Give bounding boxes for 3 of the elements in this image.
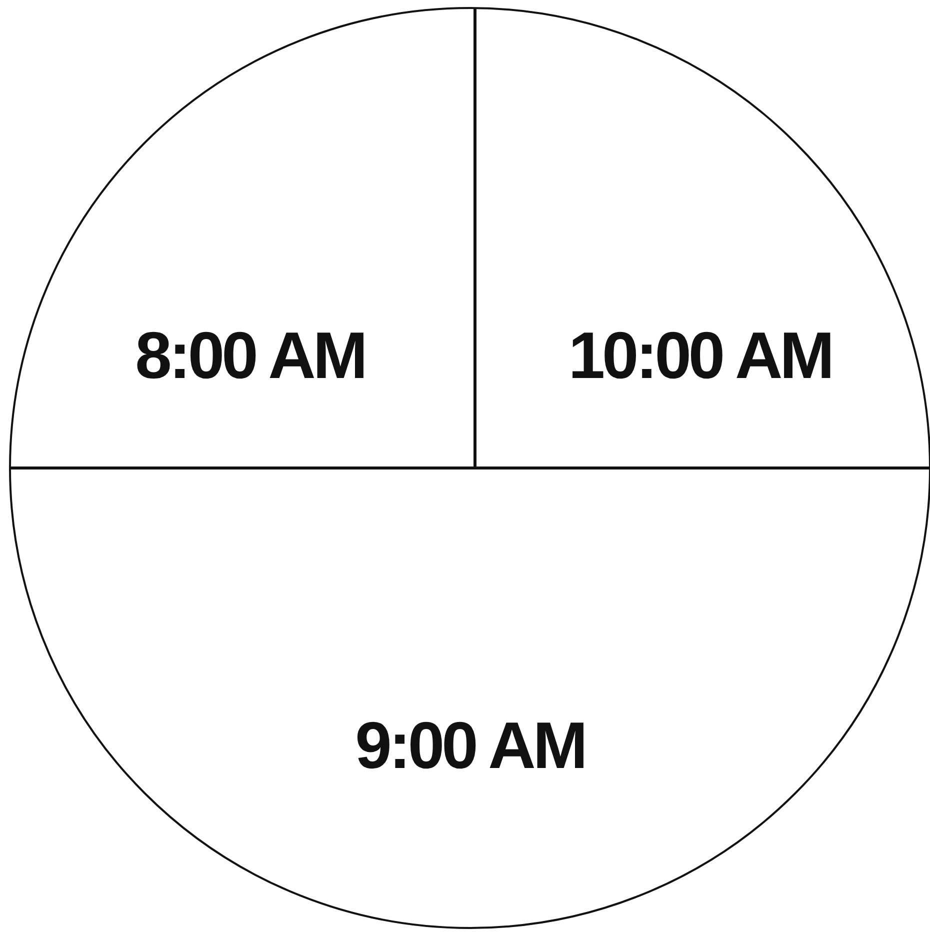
time-label: 8:00 AM bbox=[135, 317, 365, 393]
time-label: 9:00 AM bbox=[355, 707, 585, 783]
time-label: 10:00 AM bbox=[568, 317, 832, 393]
